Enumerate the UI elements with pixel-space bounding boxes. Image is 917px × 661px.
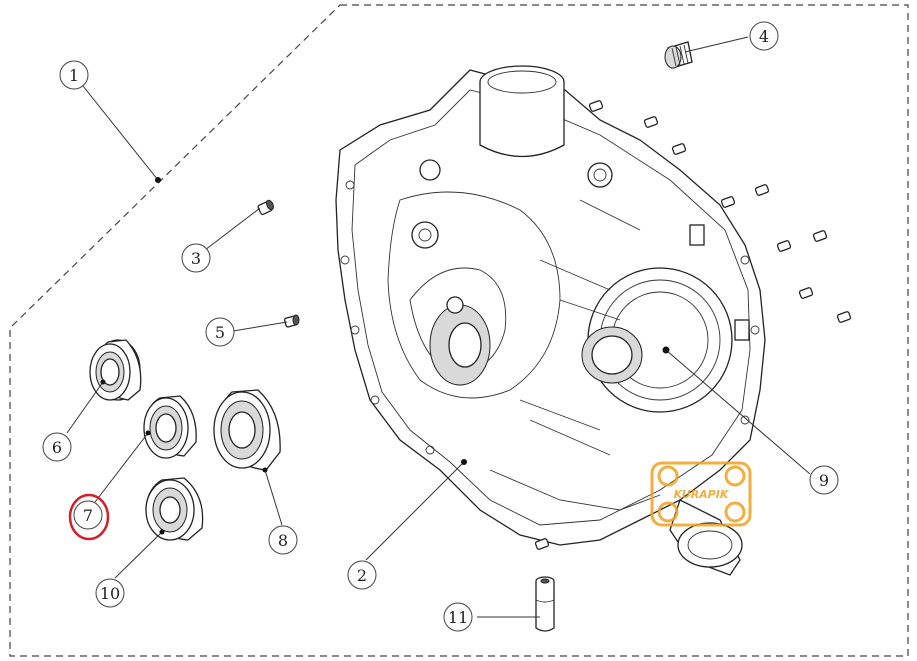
stud-bolt[interactable] xyxy=(257,199,274,216)
callout-2-label: 2 xyxy=(357,566,367,585)
callout-6-label: 6 xyxy=(52,438,62,457)
watermark-text: KURAPIK xyxy=(674,488,730,501)
callout-2[interactable]: 2 xyxy=(347,560,377,590)
callout-8[interactable]: 8 xyxy=(268,525,298,555)
callout-6[interactable]: 6 xyxy=(42,432,72,462)
callout-11[interactable]: 11 xyxy=(443,602,473,632)
dowel-pins[interactable] xyxy=(534,100,852,550)
callout-7[interactable]: 7 xyxy=(68,493,110,541)
callout-1-label: 1 xyxy=(69,66,79,85)
crankcase-half[interactable] xyxy=(335,65,766,576)
ball-bearing-7[interactable] xyxy=(143,395,197,459)
leader-lines xyxy=(66,36,811,618)
callout-4[interactable]: 4 xyxy=(749,21,779,51)
callout-1[interactable]: 1 xyxy=(59,60,89,90)
ball-bearing-8[interactable] xyxy=(213,389,281,471)
guide-pin[interactable] xyxy=(535,576,555,632)
watermark-logo: KURAPIK xyxy=(650,461,752,527)
callout-5-label: 5 xyxy=(215,323,225,342)
callout-10-label: 10 xyxy=(100,584,120,603)
callout-5[interactable]: 5 xyxy=(205,317,235,347)
callout-7-label: 7 xyxy=(83,506,93,525)
screw[interactable] xyxy=(283,314,300,328)
callout-10[interactable]: 10 xyxy=(95,578,125,608)
callout-8-label: 8 xyxy=(278,531,288,550)
callout-7-highlight xyxy=(68,493,110,541)
callout-9-label: 9 xyxy=(819,471,829,490)
needle-bearing[interactable] xyxy=(664,41,693,69)
callout-3-label: 3 xyxy=(191,249,201,268)
callout-3[interactable]: 3 xyxy=(181,243,211,273)
ball-bearing-6[interactable] xyxy=(89,339,142,401)
callout-11-label: 11 xyxy=(448,608,468,627)
callout-4-label: 4 xyxy=(759,27,769,46)
callout-9[interactable]: 9 xyxy=(809,465,839,495)
assembly-boundary xyxy=(9,4,909,657)
ball-bearing-10[interactable] xyxy=(145,477,204,541)
